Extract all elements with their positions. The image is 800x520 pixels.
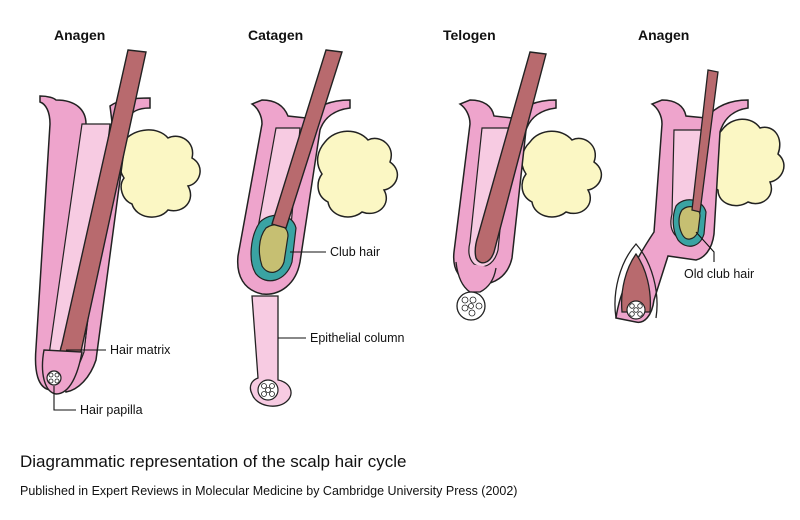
catagen-follicle bbox=[236, 49, 399, 407]
leader-hair-papilla bbox=[53, 386, 76, 411]
anagen-follicle-2 bbox=[614, 69, 785, 324]
callout-old-club-hair: Old club hair bbox=[684, 267, 754, 281]
callout-hair-matrix: Hair matrix bbox=[110, 343, 171, 357]
hair-shaft bbox=[271, 49, 343, 229]
stage-label-anagen-1: Anagen bbox=[54, 27, 105, 43]
stage-label-telogen: Telogen bbox=[443, 27, 496, 43]
dermal-papilla bbox=[626, 300, 646, 320]
sebaceous-gland bbox=[118, 129, 201, 218]
new-hair-bulb bbox=[620, 252, 652, 313]
sebaceous-gland bbox=[316, 130, 399, 218]
hair-papilla bbox=[46, 370, 62, 386]
caption-source: Published in Expert Reviews in Molecular… bbox=[20, 484, 518, 498]
dermal-papilla bbox=[257, 379, 279, 401]
sebaceous-gland bbox=[520, 130, 603, 218]
anagen-follicle-1 bbox=[34, 49, 201, 395]
callout-epithelial-column: Epithelial column bbox=[310, 331, 405, 345]
stage-label-catagen: Catagen bbox=[248, 27, 303, 43]
old-hair-shaft bbox=[691, 69, 719, 213]
leader-old-club-hair bbox=[695, 231, 715, 262]
stage-label-anagen-2: Anagen bbox=[638, 27, 689, 43]
new-hair-sheath bbox=[614, 243, 658, 319]
hair-shaft bbox=[474, 51, 547, 264]
epithelial-column bbox=[249, 295, 292, 407]
callout-club-hair: Club hair bbox=[330, 245, 380, 259]
callout-hair-papilla: Hair papilla bbox=[80, 403, 143, 417]
telogen-follicle bbox=[452, 51, 603, 321]
sebaceous-gland bbox=[710, 118, 785, 207]
caption-title: Diagrammatic representation of the scalp… bbox=[20, 452, 407, 471]
dermal-papilla bbox=[456, 291, 486, 321]
